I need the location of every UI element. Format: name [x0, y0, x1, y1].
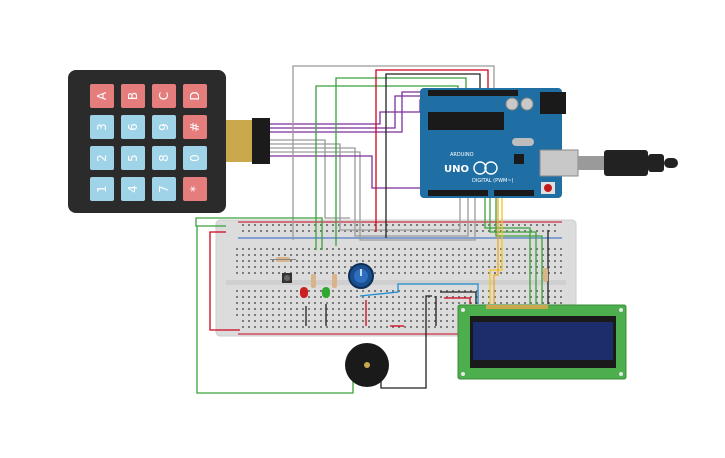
- lcd-display[interactable]: [457, 304, 627, 380]
- wire-black: [385, 73, 481, 238]
- keypad-key-C[interactable]: C: [152, 84, 176, 108]
- keypad-key-label: 9: [157, 123, 171, 131]
- wire-red: [375, 69, 489, 232]
- keypad-keys: 1 4 7 * 2 5 8 0 3 6 9 # A B C D: [90, 84, 207, 201]
- wire-yellow: [489, 196, 503, 304]
- keypad-key-label: 4: [126, 185, 140, 193]
- wire-green: [195, 217, 323, 250]
- resistor[interactable]: [270, 257, 296, 262]
- keypad-key-label: *: [188, 186, 202, 192]
- keypad-key-label: 1: [95, 185, 109, 193]
- wire-green: [335, 77, 467, 246]
- keypad-key-D[interactable]: D: [183, 84, 207, 108]
- keypad-key-label: D: [188, 91, 202, 100]
- infinity-logo-icon: [473, 161, 487, 175]
- keypad-key-B[interactable]: B: [121, 84, 145, 108]
- keypad[interactable]: 1 4 7 * 2 5 8 0 3 6 9 # A B C D: [68, 70, 270, 213]
- wire-black: [380, 295, 432, 389]
- keypad-key-label: A: [95, 91, 109, 100]
- usb-cable-icon: [578, 150, 678, 176]
- wire-gray: [292, 65, 495, 240]
- brand-label: ARDUINO: [450, 152, 474, 158]
- keypad-key-label: B: [126, 92, 140, 100]
- keypad-key-2[interactable]: 2: [90, 146, 114, 170]
- keypad-key-7[interactable]: 7: [152, 177, 176, 201]
- wire-gray: [270, 147, 469, 237]
- resistor[interactable]: [311, 268, 548, 288]
- digital-label: DIGITAL (PWM~): [472, 178, 514, 184]
- potentiometer[interactable]: [348, 263, 374, 289]
- keypad-key-label: #: [188, 122, 202, 132]
- lcd-pins: [486, 305, 548, 309]
- keypad-key-label: 8: [157, 154, 171, 162]
- reset-button: [544, 184, 552, 192]
- mcu-chip: [428, 112, 504, 130]
- wire-green: [489, 196, 537, 304]
- wires: [195, 65, 549, 394]
- wire-green: [495, 196, 543, 304]
- wire-purple: [270, 155, 445, 189]
- buzzer-icon[interactable]: [345, 343, 389, 387]
- wire-black: [440, 291, 477, 304]
- red-led[interactable]: [300, 287, 308, 298]
- keypad-key-label: C: [157, 92, 171, 100]
- wire-green: [484, 196, 531, 304]
- keypad-key-label: 7: [157, 185, 171, 193]
- lcd-screen: [473, 322, 613, 360]
- push-button[interactable]: [282, 273, 292, 283]
- wire-gray: [270, 139, 350, 219]
- keypad-key-1[interactable]: 1: [90, 177, 114, 201]
- board-label: UNO: [444, 164, 469, 175]
- keypad-key-3[interactable]: 3: [90, 115, 114, 139]
- green-led[interactable]: [322, 287, 330, 298]
- usb-port: [539, 149, 579, 177]
- keypad-key-#[interactable]: #: [183, 115, 207, 139]
- wire-gray: [270, 151, 476, 241]
- keypad-key-label: 5: [126, 154, 140, 162]
- keypad-key-9[interactable]: 9: [152, 115, 176, 139]
- wire-green: [196, 226, 354, 394]
- wire-red: [209, 231, 240, 331]
- keypad-key-0[interactable]: 0: [183, 146, 207, 170]
- wire-red: [444, 297, 471, 304]
- arduino-board[interactable]: DIGITAL (PWM~) ARDUINO UNO: [420, 88, 579, 198]
- keypad-key-6[interactable]: 6: [121, 115, 145, 139]
- keypad-key-A[interactable]: A: [90, 84, 114, 108]
- wire-gray: [270, 143, 461, 231]
- keypad-key-5[interactable]: 5: [121, 146, 145, 170]
- keypad-key-*[interactable]: *: [183, 177, 207, 201]
- keypad-key-label: 2: [95, 154, 109, 162]
- keypad-key-8[interactable]: 8: [152, 146, 176, 170]
- keypad-key-label: 6: [126, 123, 140, 131]
- wire-yellow: [493, 196, 499, 304]
- keypad-key-label: 3: [95, 123, 109, 131]
- keypad-key-label: 0: [188, 154, 202, 162]
- power-jack: [540, 92, 566, 114]
- keypad-header: [252, 118, 270, 164]
- wire-blue: [359, 283, 479, 304]
- keypad-key-4[interactable]: 4: [121, 177, 145, 201]
